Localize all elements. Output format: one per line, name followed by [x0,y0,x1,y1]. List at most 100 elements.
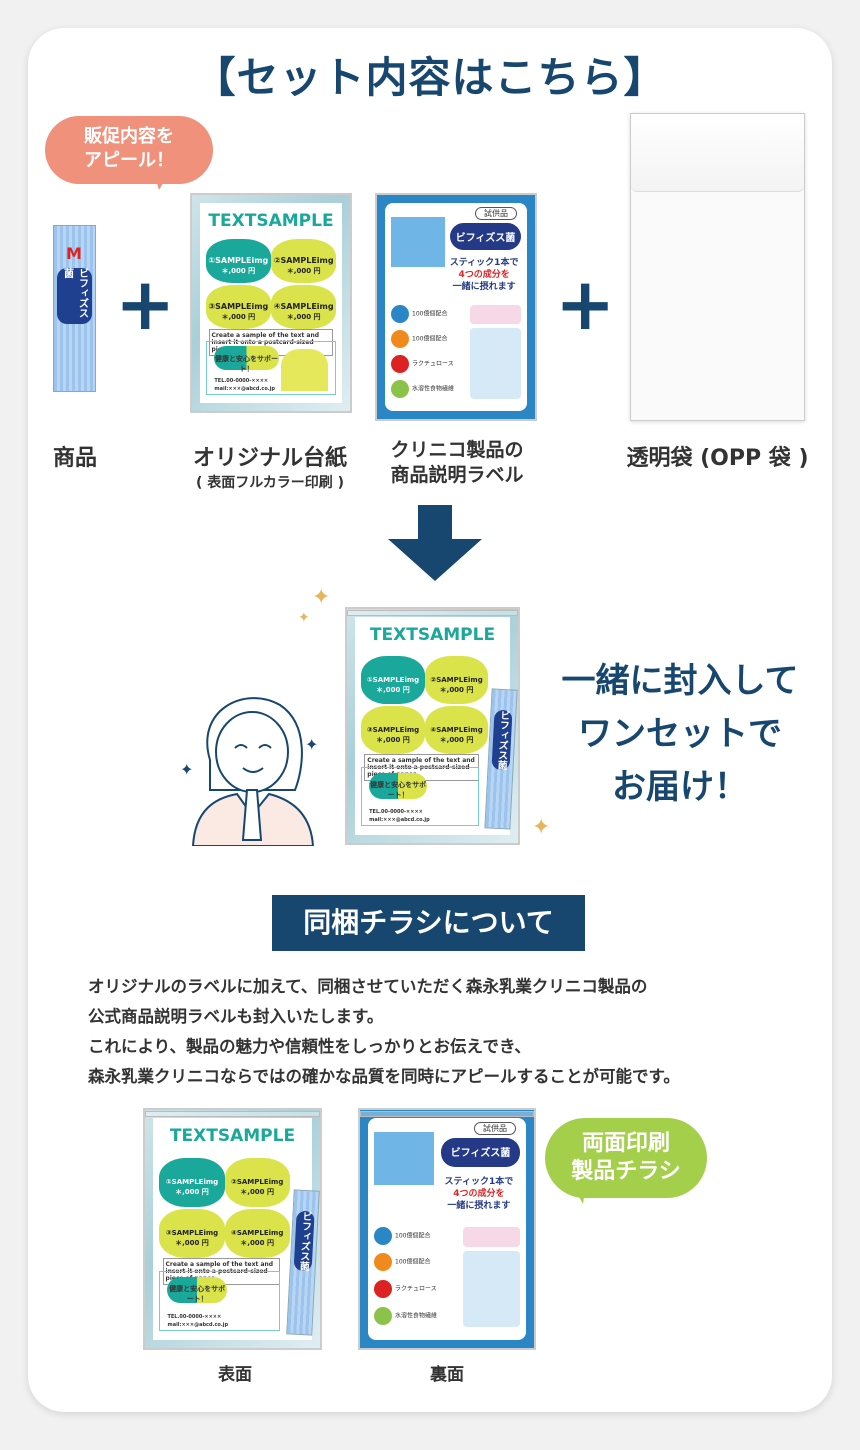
card-title: TEXTSAMPLE [169,1126,296,1146]
catch-line: 4つの成分を [458,270,510,281]
card-circle: 健康と安心をサポート！ [167,1276,227,1303]
product-box-image [391,217,445,267]
bubble-line: アピール！ [84,150,174,171]
heart-price: ＊,000 円 [286,267,321,276]
bag-overlay [347,610,518,616]
sparkle-icon: ✦ [298,610,310,626]
caption-back: 裏面 [430,1365,464,1385]
heart-2: ②SAMPLEimg＊,000 円 [424,656,489,705]
heart-label: ②SAMPLEimg [273,256,334,266]
heart-price: ＊,000 円 [439,685,474,694]
section-heading: 同梱チラシについて [272,895,585,951]
sparkle-icon: ✦ [532,815,551,840]
card-tel: TEL.00-0000-×××× [369,809,423,816]
caption-front: 表面 [218,1365,252,1385]
catch-line: 一緒に摂れます [452,282,516,293]
heart-label: ③SAMPLEimg [208,302,269,312]
paragraph-line: オリジナルのラベルに加えて、同梱させていただく森永乳業クリニコ製品の [88,977,648,996]
heart-2: ②SAMPLEimg＊,000 円 [271,239,337,283]
caption-label: クリニコ製品の商品説明ラベル [370,438,544,488]
arrow-down-icon [388,505,482,581]
heart-price: ＊,000 円 [376,735,410,744]
heart-label: ④SAMPLEimg [430,725,483,734]
card-mail: mail:×××@abcd.co.jp [369,817,430,824]
heart-3: ③SAMPLEimg＊,000 円 [159,1209,225,1258]
catch-line: 4つの成分を [453,1188,505,1199]
heart-label: ②SAMPLEimg [430,675,483,684]
caption-bag: 透明袋 (OPP 袋 ) [626,446,809,471]
heart-1: ①SAMPLEimg＊,000 円 [159,1157,225,1207]
card-title: TEXTSAMPLE [369,625,496,645]
heart-price: ＊,000 円 [240,1239,274,1248]
heart-4: ④SAMPLEimg＊,000 円 [424,706,489,755]
heart-4: ④SAMPLEimg＊,000 円 [271,285,337,329]
label-row: 100億個配合 [374,1226,462,1251]
label-pink-box [469,304,521,324]
bubble-line: 販促内容を [84,126,174,147]
card-tel: TEL.00-0000-×××× [214,378,269,384]
catch-line: スティック1本で [449,258,519,269]
label-row: 100億個配合 [391,329,471,353]
sparkle-icon: ✦ [312,585,331,610]
label-row: ラクチュロース [374,1280,462,1304]
result-line: ワンセットで [578,714,782,754]
heart-price: ＊,000 円 [175,1188,209,1197]
heart-price: ＊,000 円 [240,1188,274,1197]
label-row: 水溶性食物繊維 [391,379,471,403]
sample-badge: 試供品 [474,1122,516,1135]
paragraph-line: これにより、製品の魅力や信頼性をしっかりとお伝えでき、 [88,1037,531,1056]
heart-label: ③SAMPLEimg [165,1229,219,1238]
bag-flap [631,114,804,192]
card-mail: mail:×××@abcd.co.jp [167,1322,229,1329]
sparkle-icon: ✦ [180,760,194,779]
result-text: 一緒に封入して ワンセットで お届け！ [540,655,820,814]
caption-product: 商品 [52,446,97,471]
card-mail: mail:×××@abcd.co.jp [214,386,275,392]
paragraph-line: 公式商品説明ラベルも封入いたします。 [88,1007,384,1026]
heart-2: ②SAMPLEimg＊,000 円 [224,1157,290,1207]
label-row: 100億個配合 [374,1253,462,1277]
heart-1: ①SAMPLEimg＊,000 円 [205,239,271,283]
stick-name: ビフィズス菌 [491,709,513,771]
double-sided-bubble: 両面印刷製品チラシ [545,1118,707,1204]
caption-main: オリジナル台紙 [192,446,347,471]
person-illustration [281,349,328,391]
front-side-image: TEXTSAMPLE ①SAMPLEimg＊,000 円 ②SAMPLEimg＊… [143,1108,322,1350]
card-footer: 健康と安心をサポート！TEL.00-0000-××××mail:×××@abcd… [361,767,479,827]
heart-label: ①SAMPLEimg [208,256,269,266]
combined-set-image: TEXTSAMPLE ①SAMPLEimg＊,000 円 ②SAMPLEimg＊… [345,607,520,845]
label-row: ラクチュロース [391,354,471,378]
caption-line: 商品説明ラベル [390,464,524,486]
stick-name: ビフィズス菌 [57,268,92,324]
heart-label: ④SAMPLEimg [273,302,334,312]
plus-icon: + [115,262,176,346]
heart-price: ＊,000 円 [221,267,256,276]
heart-price: ＊,000 円 [286,313,321,322]
heart-label: ①SAMPLEimg [366,675,420,684]
caption-card: オリジナル台紙 ( 表面フルカラー印刷 ) [170,440,370,492]
opp-bag-image [630,113,805,421]
card-tel: TEL.00-0000-×××× [167,1314,222,1321]
bag-overlay [145,1111,320,1117]
label-info-box [469,327,521,399]
label-product-name: ビフィズス菌 [450,223,521,251]
heart-label: ③SAMPLEimg [366,725,420,734]
sparkle-icon: ✦ [305,735,319,754]
heart-label: ④SAMPLEimg [230,1229,284,1238]
section-paragraph: オリジナルのラベルに加えて、同梱させていただく森永乳業クリニコ製品の 公式商品説… [88,972,680,1092]
catch-line: スティック1本で [444,1176,514,1187]
catch-line: 一緒に摂れます [447,1200,511,1211]
caption-sub: ( 表面フルカラー印刷 ) [195,475,345,491]
bubble-line: 製品チラシ [571,1159,681,1184]
heart-label: ②SAMPLEimg [230,1178,284,1187]
woman-illustration [191,697,315,846]
row-text: 100億個配合 [395,1258,431,1266]
heart-3: ③SAMPLEimg＊,000 円 [205,285,271,329]
bubble-line: 両面印刷 [581,1131,670,1156]
row-text: ラクチュロース [395,1285,437,1293]
label-pink-box [463,1226,520,1247]
label-info-box [463,1251,520,1327]
heart-4: ④SAMPLEimg＊,000 円 [224,1209,290,1258]
